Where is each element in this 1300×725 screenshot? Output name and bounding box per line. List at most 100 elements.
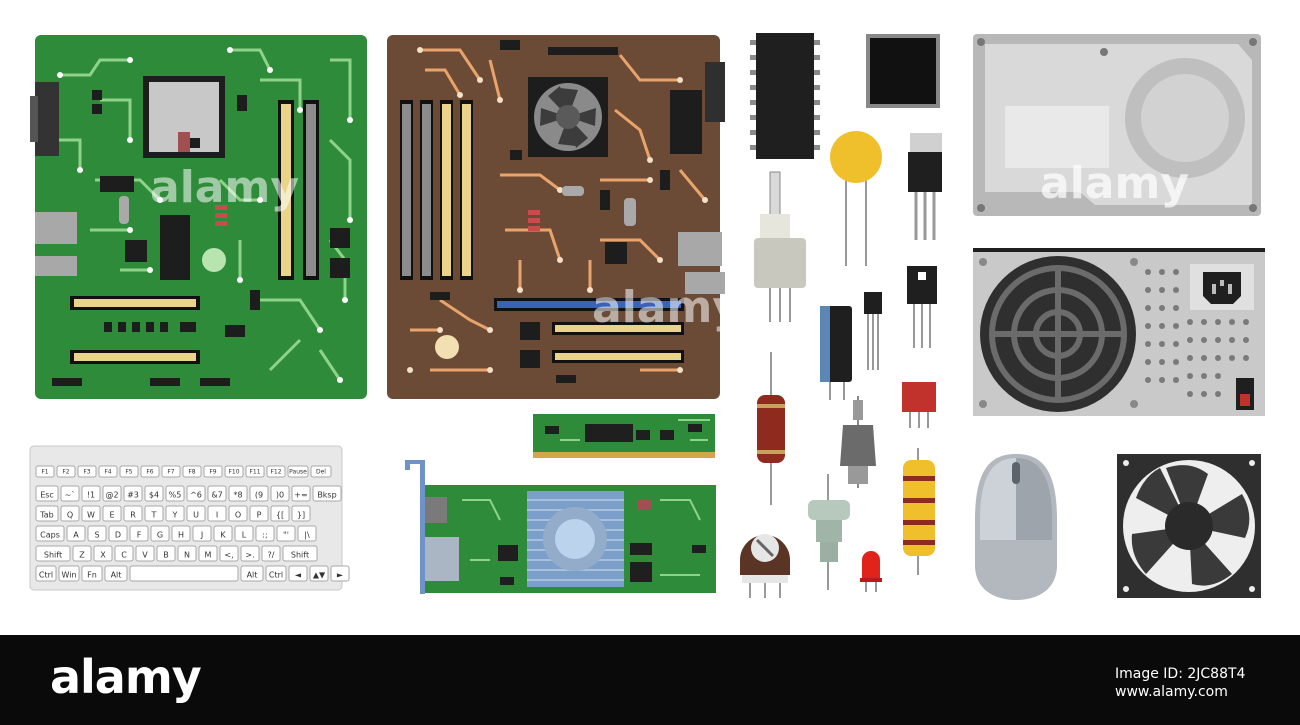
keyboard-key: [77, 465, 97, 478]
computer-components-illustration: F1F2F3F4F5F6F7F8F9F10F11F12PauseDelEsc~`…: [29, 33, 1265, 600]
keyboard-key-label: Alt: [111, 571, 122, 580]
keyboard-key: [171, 525, 191, 542]
keyboard-key: [35, 505, 59, 522]
green-motherboard: [30, 35, 367, 399]
keyboard-key: [288, 565, 308, 582]
ram-memory-module: [533, 414, 715, 458]
keyboard-key: [35, 565, 57, 582]
keyboard-key: [207, 505, 227, 522]
keyboard-key-label: F9: [209, 469, 216, 476]
keyboard-key-label: A: [73, 531, 79, 540]
keyboard-key: [156, 545, 176, 562]
keyboard-key-label: D: [115, 531, 121, 540]
keyboard-key-label: ~`: [65, 490, 76, 500]
thyristor-stud: [840, 396, 876, 488]
keyboard-key: [192, 525, 212, 542]
keyboard-key: [119, 465, 139, 478]
keyboard-key: [219, 545, 239, 562]
keyboard-key: [245, 465, 265, 478]
ceramic-capacitor: [830, 131, 882, 266]
keyboard-key-label: B: [163, 551, 169, 560]
keyboard-key: [135, 545, 155, 562]
keyboard-key-label: Del: [316, 469, 326, 476]
to220-transistor: [908, 133, 942, 240]
to92-transistor: [864, 292, 882, 370]
keyboard-key: [177, 545, 197, 562]
keyboard-key-label: U: [193, 511, 199, 520]
keyboard-key-label: G: [157, 531, 163, 540]
keyboard-key: [150, 525, 170, 542]
keyboard-key-label: M: [205, 551, 212, 560]
keyboard-key: [249, 505, 269, 522]
keyboard-key: [234, 525, 254, 542]
keyboard-key-label: F7: [167, 469, 174, 476]
keyboard-key: [123, 505, 143, 522]
keyboard-key: [310, 465, 332, 478]
potentiometer-rotary: [754, 171, 806, 322]
keyboard-key-label: W: [87, 511, 95, 520]
keyboard-key: [165, 505, 185, 522]
keyboard-key: [270, 485, 290, 502]
watermark-text: alamy: [150, 162, 299, 213]
keyboard-key-label: ◄: [295, 571, 302, 580]
keyboard-key: [228, 485, 248, 502]
keyboard-key: [291, 505, 311, 522]
keyboard-key-label: ?/: [268, 551, 275, 560]
keyboard-key: [104, 565, 128, 582]
keyboard-key: [198, 545, 218, 562]
keyboard-key-label: O: [235, 511, 241, 520]
keyboard-key: [291, 485, 311, 502]
keyboard-key: [58, 565, 80, 582]
keyboard-key-label: V: [142, 551, 148, 560]
keyboard-key: [129, 525, 149, 542]
keyboard-key: [98, 465, 118, 478]
keyboard-key-label: Caps: [40, 531, 60, 540]
keyboard-key-label: <,: [224, 551, 233, 560]
keyboard-key: [35, 525, 65, 542]
keyboard-key: [35, 485, 59, 502]
to126-transistor: [907, 266, 937, 348]
keyboard-key-label: ▲▼: [313, 571, 326, 580]
brown-motherboard: [387, 35, 725, 399]
keyboard-key: [81, 485, 101, 502]
site-url: www.alamy.com: [1115, 684, 1228, 700]
keyboard-key-label: Y: [172, 511, 178, 520]
keyboard-key: [207, 485, 227, 502]
keyboard-key-label: C: [121, 551, 127, 560]
hard-disk-drive: [973, 34, 1261, 216]
keyboard-key: [144, 485, 164, 502]
keyboard-key-label: Esc: [40, 491, 54, 500]
keyboard-key: [60, 505, 80, 522]
keyboard-key: [312, 485, 342, 502]
keyboard-key: [123, 485, 143, 502]
keyboard-key: [309, 565, 329, 582]
keyboard-key-label: Z: [79, 551, 85, 560]
keyboard-key: [228, 505, 248, 522]
keyboard-key: [224, 465, 244, 478]
electrolytic-capacitor: [820, 306, 852, 400]
keyboard-key-label: "': [283, 531, 289, 540]
case-fan: [1117, 454, 1261, 598]
keyboard-key-label: J: [200, 531, 203, 540]
keyboard-key: [261, 545, 281, 562]
keyboard-key-label: %5: [169, 491, 182, 500]
keyboard-key-label: >.: [245, 551, 254, 560]
keyboard-key: [276, 525, 296, 542]
keyboard-key-label: X: [100, 551, 106, 560]
keyboard-key: [165, 485, 185, 502]
keyboard-key-label: Ctrl: [39, 571, 53, 580]
keyboard-key-label: I: [216, 511, 218, 520]
keyboard-key-label: !1: [87, 491, 95, 500]
resistor-yellow: [903, 448, 935, 575]
square-qfp-chip: [866, 34, 940, 108]
keyboard-key: [182, 465, 202, 478]
keyboard-key-label: H: [178, 531, 184, 540]
keyboard-key: [129, 565, 239, 582]
keyboard-key-label: Q: [67, 511, 73, 520]
keyboard-key-label: F4: [104, 469, 111, 476]
red-relay: [902, 382, 936, 428]
keyboard-key-label: F11: [249, 469, 260, 476]
keyboard-key: [255, 525, 275, 542]
dip-ic-chip: [750, 33, 820, 159]
keyboard-key: [240, 545, 260, 562]
